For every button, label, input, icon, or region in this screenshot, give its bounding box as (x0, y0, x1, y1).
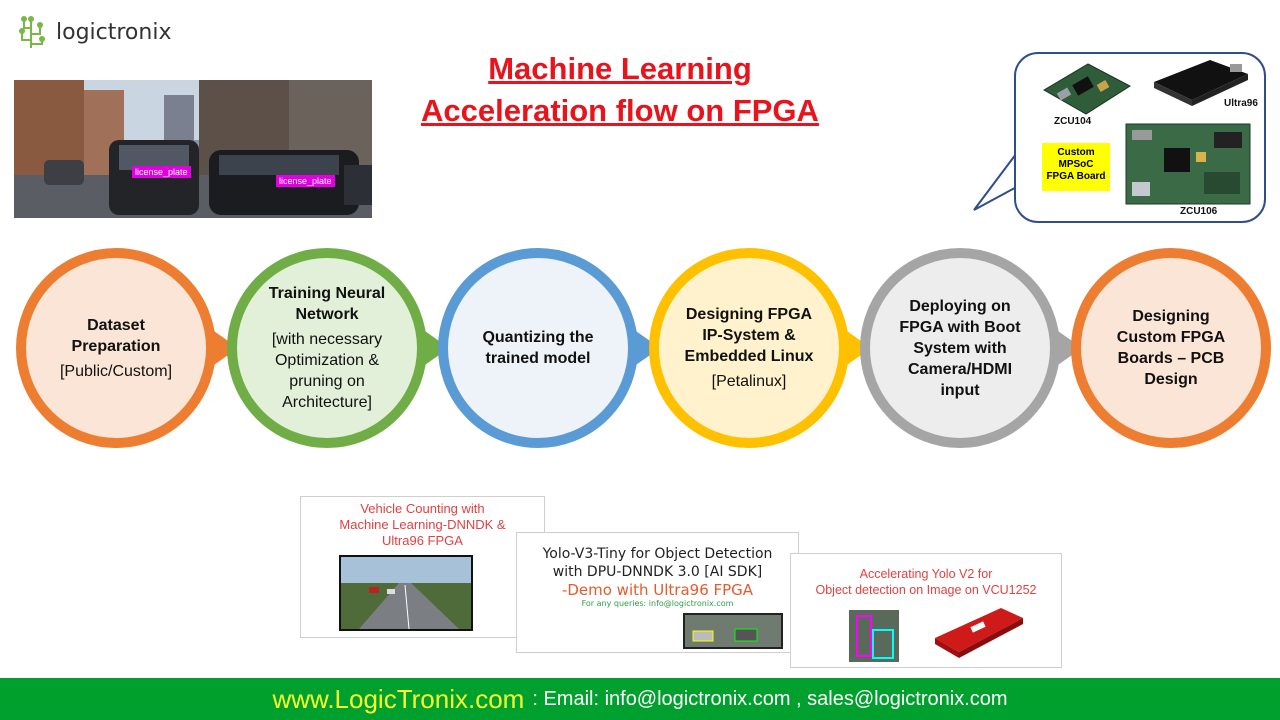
step-title-line: FPGA with Boot (899, 318, 1021, 336)
thumb-title-line: Machine Learning-DNNDK & (339, 517, 506, 532)
zcu106-board-image (1125, 123, 1251, 205)
custom-board-line: Custom (1057, 147, 1095, 158)
step-title-line: IP-System & (702, 327, 796, 344)
step-note-line: Optimization & (274, 352, 380, 369)
process-step: Quantizing the trained model (438, 248, 660, 448)
step-circle (649, 248, 849, 448)
step-circle (16, 248, 216, 448)
footer-bar: www.LogicTronix.com : Email: info@logict… (0, 678, 1280, 720)
step-circle (860, 248, 1060, 448)
step-note-line: [Petalinux] (711, 373, 787, 390)
step-circle (227, 248, 427, 448)
logo-text: logictronix (56, 19, 172, 45)
thumb-demo-line: -Demo with Ultra96 FPGA (561, 581, 754, 599)
step-circle (438, 248, 638, 448)
title-line-1: Machine Learning (488, 51, 752, 86)
step-circle (1071, 248, 1271, 448)
highway-video-frame (339, 555, 473, 631)
zcu104-label: ZCU104 (1054, 116, 1092, 127)
license-plate-tag: license_plate (132, 166, 191, 178)
company-logo: logictronix (14, 14, 171, 50)
step-title-line: Quantizing the (482, 329, 594, 346)
step-title-line: Network (295, 306, 359, 323)
custom-board-line: MPSoC (1058, 159, 1094, 170)
license-plate-detection-photo: license_plate license_plate (14, 80, 372, 218)
step-title-line: Custom FPGA (1116, 329, 1226, 346)
step-title-line: Designing FPGA (685, 306, 813, 323)
thumb-title-line: Vehicle Counting with (360, 501, 485, 516)
zcu104-board-image (1043, 63, 1131, 115)
contact-emails: : Email: info@logictronix.com , sales@lo… (532, 687, 1008, 710)
process-step: Designing FPGA IP-System & Embedded Linux [… (649, 248, 871, 448)
vehicle-counting-video-thumbnail[interactable]: Vehicle Counting with Machine Learning-D… (300, 496, 545, 638)
step-title-line: Designing (1132, 308, 1210, 325)
vcu1252-card-image (935, 608, 1023, 658)
thumb-query-line: For any queries: info@logictronix.com (581, 599, 734, 608)
step-title-line: Preparation (71, 337, 161, 355)
yolo-v3-video-thumbnail[interactable]: Yolo-V3-Tiny for Object Detection with D… (516, 532, 799, 653)
step-title-line: trained model (485, 350, 591, 367)
step-title-line: Training Neural (268, 285, 386, 302)
thumb-title-line: Yolo-V3-Tiny for Object Detection (542, 546, 773, 562)
custom-board-line: FPGA Board (1046, 171, 1106, 182)
thumb-title-line: Object detection on Image on VCU1252 (815, 583, 1037, 597)
step-title-line: Dataset (87, 316, 145, 334)
ultra96-label: Ultra96 (1224, 98, 1258, 109)
step-title-line: Boards – PCB (1117, 350, 1225, 367)
circuit-tree-icon (19, 16, 45, 48)
step-note-line: Architecture] (282, 394, 372, 411)
step-title-line: Embedded Linux (684, 348, 814, 365)
step-text: Designing FPGA IP-System & Embedded Linux [… (673, 248, 825, 448)
page-title: Machine Learning Acceleration flow on FP… (380, 48, 860, 132)
step-title-line: input (940, 381, 980, 399)
yolo-v2-video-thumbnail[interactable]: Accelerating Yolo V2 for Object detectio… (790, 553, 1062, 668)
license-plate-tag: license_plate (276, 175, 335, 187)
thumb-title-line: Ultra96 FPGA (382, 533, 463, 548)
zcu106-label: ZCU106 (1180, 206, 1218, 217)
website-link[interactable]: www.LogicTronix.com (272, 683, 525, 714)
ultra96-board-image (1154, 60, 1248, 106)
step-title-line: Deploying on (909, 297, 1011, 315)
step-note-line: pruning on (289, 373, 365, 390)
fpga-boards-bubble: ZCU104 Ultra96 Custom MPSoC FPGA Board Z… (1014, 52, 1266, 223)
object-detection-video-frame (683, 613, 783, 649)
step-text: Quantizing the trained model (462, 248, 614, 448)
detection-result-image (849, 610, 899, 662)
custom-board-label: Custom MPSoC FPGA Board (1042, 143, 1110, 191)
step-title-line: System with (913, 339, 1007, 357)
step-title-line: Design (1144, 371, 1198, 388)
step-title-line: Camera/HDMI (907, 360, 1013, 378)
step-note-line: [Public/Custom] (59, 362, 173, 380)
thumb-title-line: Accelerating Yolo V2 for (859, 567, 993, 581)
step-note-line: [with necessary (271, 331, 383, 348)
title-line-2: Acceleration flow on FPGA (421, 93, 819, 128)
street-scene-image (14, 80, 372, 218)
thumb-title-line: with DPU-DNNDK 3.0 [AI SDK] (552, 564, 763, 580)
